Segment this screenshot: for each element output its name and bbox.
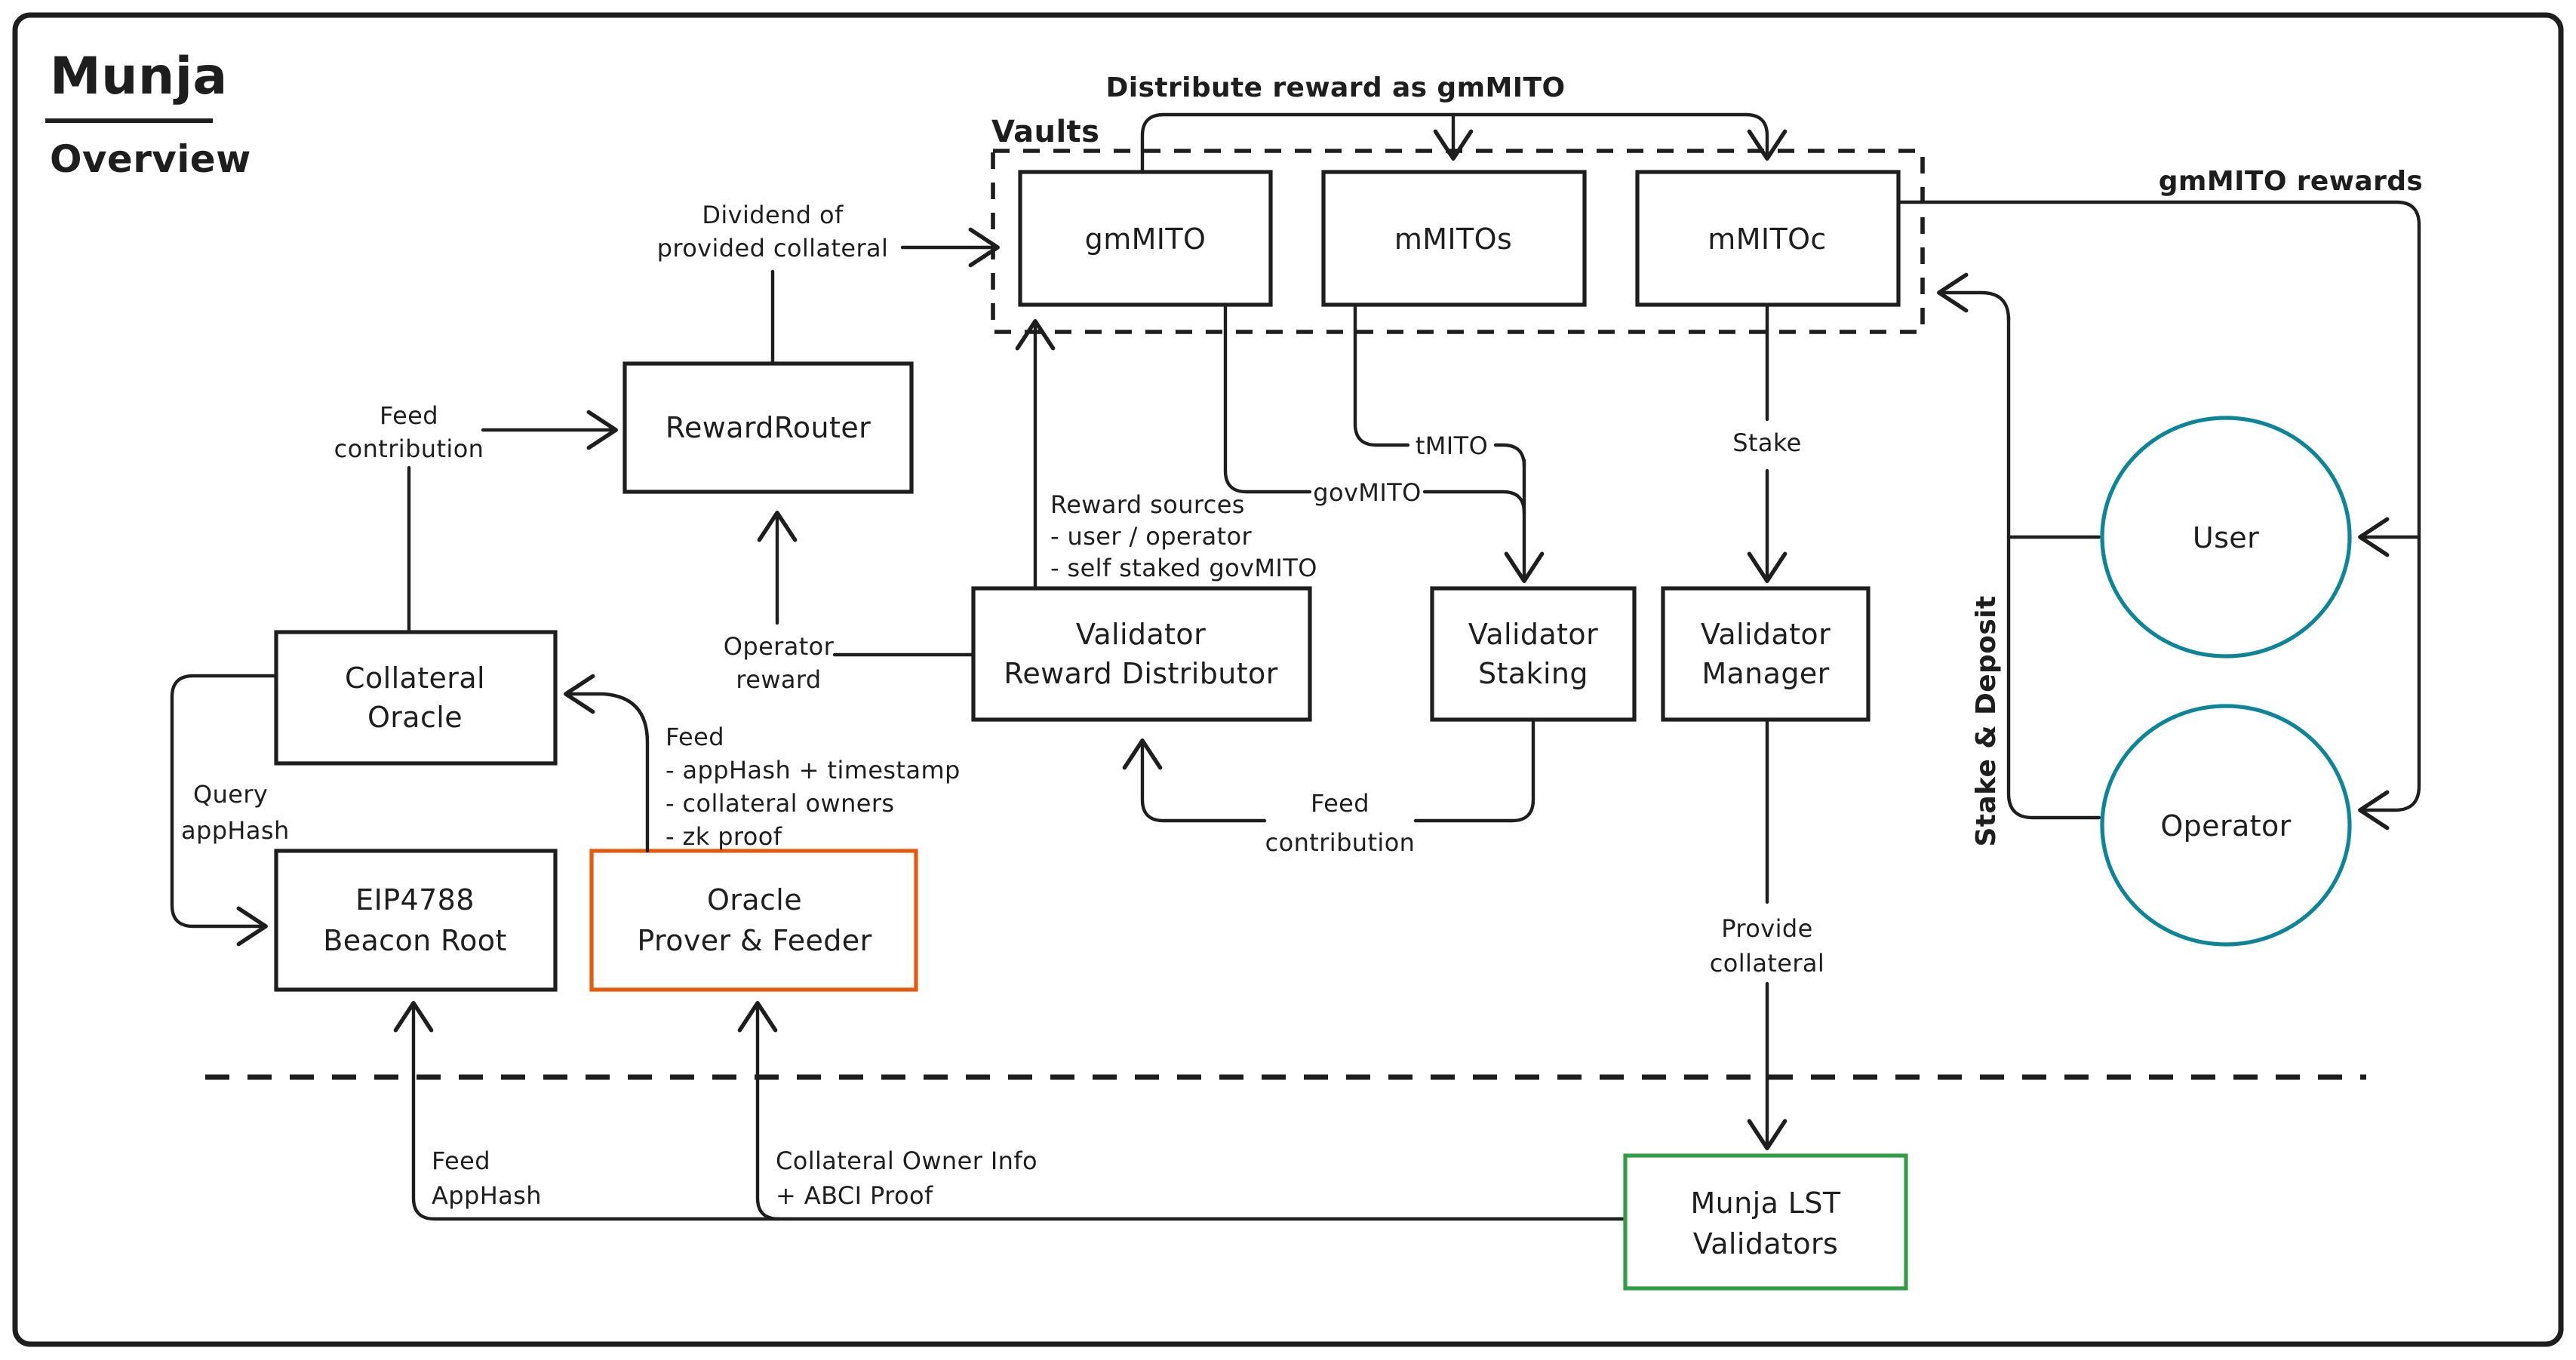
edge-feed-details: [564, 674, 650, 853]
node-validator-staking: [1430, 586, 1637, 722]
node-gmmito: [1018, 170, 1273, 307]
edge-label-dividend-2: provided collateral: [657, 234, 889, 262]
node-validator-reward-distributor: [971, 586, 1312, 722]
edge-feed-contribution-bottom-right: [1413, 717, 1535, 823]
node-oracle-prover: [589, 849, 918, 992]
edge-label-collateral-owner-2: + ABCI Proof: [776, 1181, 933, 1210]
node-reward-router: [622, 361, 914, 494]
node-oracle-prover-label-2: Prover & Feeder: [637, 924, 871, 957]
node-oracle-prover-label-1: Oracle: [707, 883, 802, 916]
edge-label-reward-sources-3: - self staked govMITO: [1050, 554, 1317, 582]
node-vrd-label-1: Validator: [1076, 618, 1206, 651]
edge-label-feed-apphash-1: Feed: [432, 1147, 490, 1175]
edge-label-reward-sources-1: Reward sources: [1050, 490, 1245, 519]
edge-tmito-left: [1353, 302, 1410, 447]
edge-gmmito-rewards: [1896, 200, 2421, 830]
edge-stake-deposit-arrow: [1937, 272, 2011, 322]
edge-label-collateral-owner-1: Collateral Owner Info: [776, 1147, 1037, 1175]
node-validator-staking-label-2: Staking: [1478, 657, 1588, 690]
edge-label-dividend-1: Dividend of: [702, 201, 844, 229]
node-mmitoc: [1635, 170, 1901, 307]
node-mmitoc-label: mMITOc: [1708, 223, 1826, 256]
edge-label-stake-deposit: Stake & Deposit: [1971, 595, 2002, 846]
node-vrd-label-2: Reward Distributor: [1004, 657, 1277, 690]
node-eip4788-label-2: Beacon Root: [323, 924, 507, 957]
edge-label-feed-details-4: - zk proof: [666, 822, 782, 851]
vaults-group-label: Vaults: [991, 115, 1099, 149]
edge-stake-deposit-stem: [2006, 315, 2101, 820]
actor-operator-label: Operator: [2160, 809, 2291, 843]
actor-user-label: User: [2193, 521, 2259, 554]
edge-label-feed-contribution-bottom-1: Feed: [1311, 789, 1369, 818]
edge-label-operator-reward-1: Operator: [724, 632, 835, 661]
edge-query-apphash: [170, 674, 278, 947]
edge-feed-contribution-bottom-left: [1122, 738, 1267, 823]
edge-label-feed-contribution-top-2: contribution: [334, 434, 484, 463]
node-mmitos: [1321, 170, 1587, 307]
edge-label-query-apphash-1: Query: [193, 780, 268, 809]
node-validator-manager-label-1: Validator: [1701, 618, 1831, 651]
node-mmitos-label: mMITOs: [1394, 223, 1512, 256]
node-munja-lst-label-2: Validators: [1693, 1227, 1838, 1260]
edge-collateral-owner-info: [737, 1001, 781, 1221]
node-eip4788-label-1: EIP4788: [355, 883, 475, 916]
edge-label-feed-details-2: - appHash + timestamp: [666, 756, 961, 784]
edge-label-operator-reward-2: reward: [736, 665, 821, 694]
actor-operator-circle: [2100, 704, 2352, 947]
node-munja-lst: [1623, 1153, 1908, 1291]
node-validator-manager: [1661, 586, 1871, 722]
edge-label-feed-contribution-bottom-2: contribution: [1265, 828, 1416, 857]
edge-label-query-apphash-2: appHash: [181, 816, 290, 845]
edge-label-govmito: govMITO: [1313, 478, 1421, 507]
node-munja-lst-label-1: Munja LST: [1691, 1187, 1841, 1220]
edge-label-feed-details-1: Feed: [666, 723, 724, 751]
page-subtitle: Overview: [50, 137, 251, 181]
node-collateral-oracle: [274, 630, 558, 766]
node-collateral-oracle-label-2: Oracle: [367, 701, 463, 734]
node-collateral-oracle-label-1: Collateral: [345, 662, 485, 695]
node-reward-router-label: RewardRouter: [666, 411, 871, 444]
edge-label-gmmito-rewards: gmMITO rewards: [2159, 166, 2423, 197]
actor-user-circle: [2100, 416, 2352, 659]
edge-govmito-left: [1223, 302, 1312, 494]
edge-feed-apphash: [393, 1001, 1628, 1221]
node-gmmito-label: gmMITO: [1085, 223, 1207, 256]
edge-label-provide-collateral-2: collateral: [1710, 949, 1824, 978]
edge-label-reward-sources-2: - user / operator: [1050, 522, 1253, 551]
edge-label-provide-collateral-1: Provide: [1721, 914, 1812, 943]
node-validator-staking-label-1: Validator: [1468, 618, 1598, 651]
edge-label-feed-details-3: - collateral owners: [666, 789, 895, 818]
edge-label-feed-apphash-2: AppHash: [432, 1181, 542, 1210]
edge-label-tmito: tMITO: [1416, 431, 1488, 460]
edge-label-stake: Stake: [1732, 428, 1802, 457]
node-eip4788: [274, 849, 558, 992]
edge-label-distribute-reward: Distribute reward as gmMITO: [1105, 72, 1565, 103]
node-validator-manager-label-2: Manager: [1701, 657, 1829, 690]
edge-label-feed-contribution-top-1: Feed: [380, 401, 438, 430]
page-title: Munja: [50, 47, 228, 106]
